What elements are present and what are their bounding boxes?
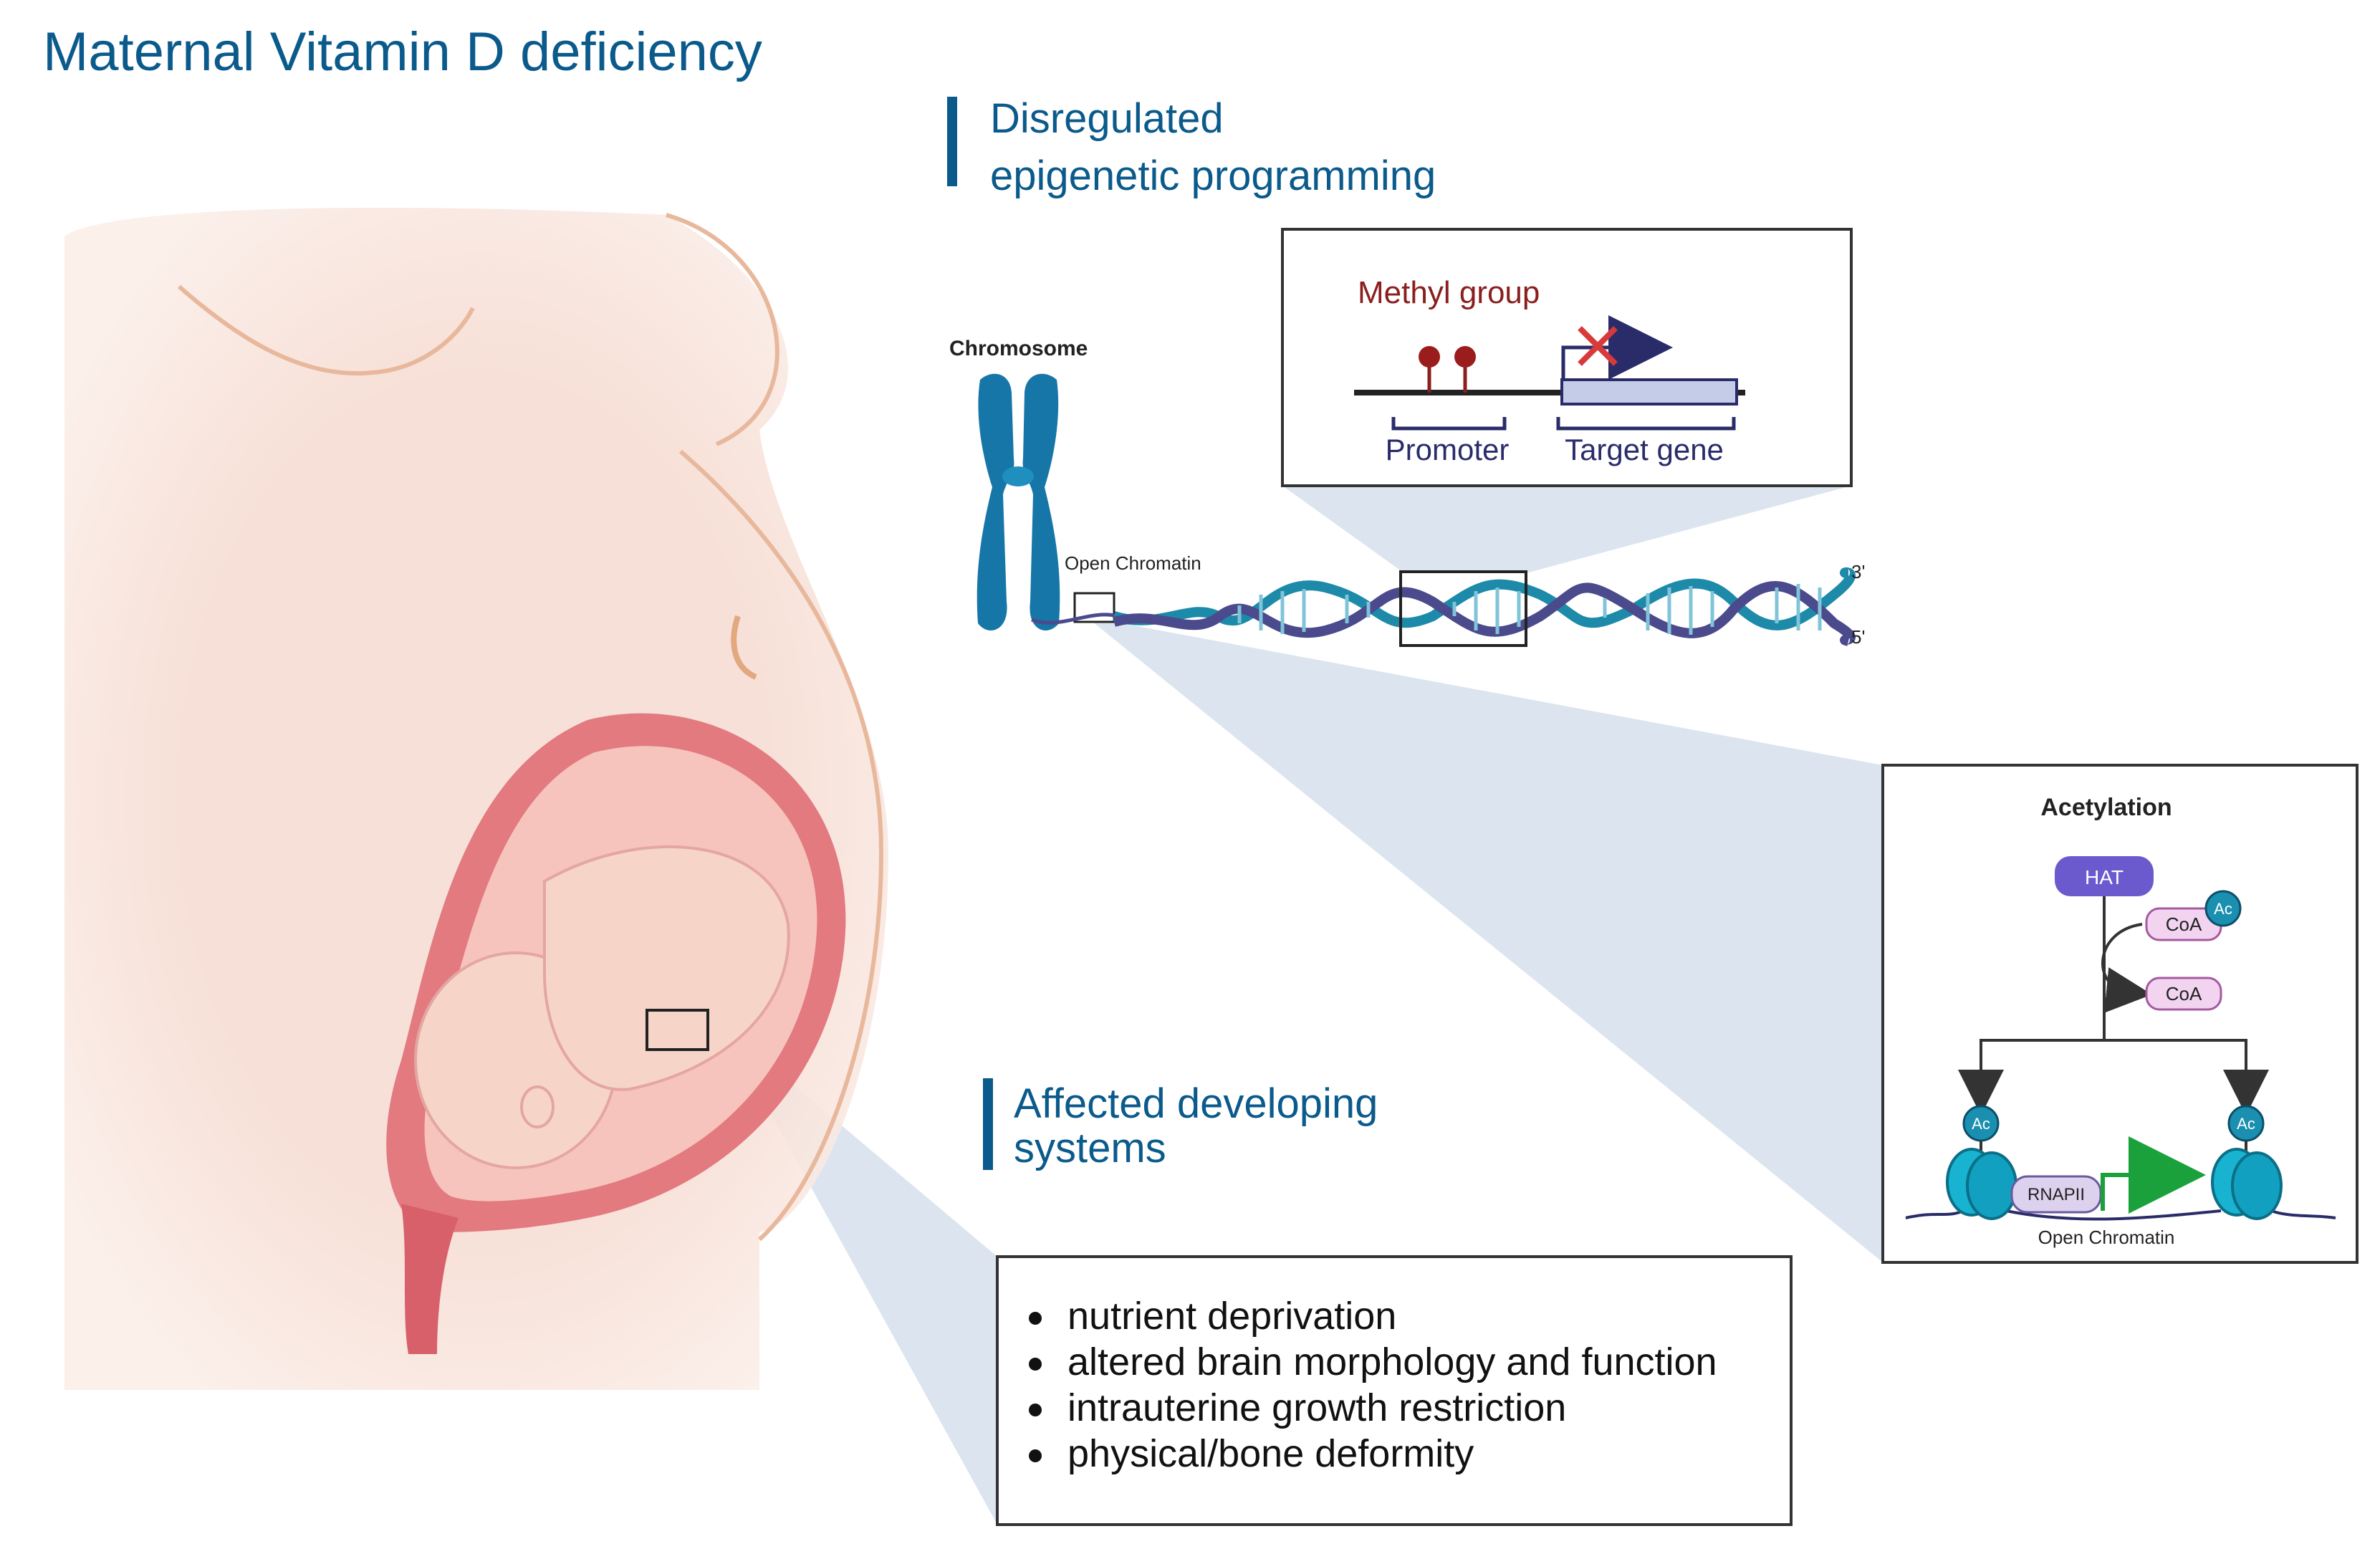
bullet-4 [1029, 1449, 1042, 1462]
target-gene-block [1560, 378, 1738, 406]
acetylation-title: Acetylation [2040, 794, 2172, 821]
navel [731, 615, 757, 680]
acetyl-coa-label: CoA [2166, 913, 2202, 935]
ac-group-badge [2204, 890, 2242, 927]
affected-item-1: nutrient deprivation [1067, 1295, 1396, 1338]
acetylation-panel: Acetylation HAT CoA Ac CoA Ac Ac RNAPII [1881, 764, 2359, 1264]
acetylation-open-chromatin-label: Open Chromatin [2038, 1227, 2175, 1248]
callout-wedge-methylation [1282, 486, 1851, 573]
nucleosome-left [1946, 1148, 2017, 1220]
branch-connector [1980, 1039, 2247, 1075]
epigenetic-heading-line1: Disregulated [990, 95, 1224, 142]
methyl-group-dot-2 [1454, 346, 1476, 368]
page-title: Maternal Vitamin D deficiency [43, 21, 762, 82]
callout-wedge-acetylation [1093, 622, 1883, 1262]
hat-label: HAT [2085, 866, 2124, 888]
cervix [401, 1204, 459, 1354]
epigenetic-heading-line2: epigenetic programming [990, 153, 1436, 199]
chromatin-fiber [1031, 613, 1118, 625]
bullet-1 [1029, 1312, 1042, 1325]
belly-outline [679, 449, 884, 1242]
affected-item-2: altered brain morphology and function [1067, 1340, 1717, 1383]
maternal-body-illustration [64, 208, 888, 1390]
open-chromatin-label: Open Chromatin [1065, 552, 1201, 574]
dna-double-helix [1112, 567, 1856, 647]
transcription-arrow [2101, 1136, 2206, 1214]
chromosome-icon [977, 373, 1060, 630]
coa-transfer-arc [2101, 923, 2152, 1013]
breast-outline-2 [666, 213, 779, 446]
dna-zoom-box [1399, 570, 1527, 647]
fetus-body [543, 845, 790, 1091]
bullet-2 [1029, 1358, 1042, 1371]
methyl-group-dot-1 [1419, 346, 1440, 368]
epigenetic-accent-bar [947, 97, 957, 186]
hat-enzyme [2055, 856, 2154, 896]
ac-marker-left-label: Ac [1972, 1115, 1990, 1133]
ac-marker-right-label: Ac [2237, 1115, 2255, 1133]
affected-accent-bar [983, 1078, 993, 1170]
methyl-group-label: Methyl group [1358, 275, 1540, 310]
dna-3-prime-label: 3' [1851, 561, 1865, 582]
chromosome-label: Chromosome [949, 337, 1088, 360]
fetus-ear [520, 1085, 555, 1128]
open-chromatin-zoom-box [1073, 592, 1115, 623]
affected-list-box [996, 1255, 1793, 1526]
rnapii-label: RNAPII [2028, 1185, 2085, 1204]
free-coa-pill [2145, 977, 2222, 1011]
methylation-box [1281, 228, 1853, 487]
ac-group-badge-label: Ac [2214, 900, 2232, 918]
nucleosome-right [2211, 1148, 2283, 1220]
affected-heading-line1: Affected developing [1014, 1080, 1378, 1127]
bullet-3 [1029, 1404, 1042, 1416]
target-gene-label: Target gene [1565, 433, 1724, 466]
methylation-panel: Methyl group Promoter Target gene [1281, 228, 1853, 487]
affected-item-4: physical/bone deformity [1067, 1432, 1474, 1475]
affected-heading-line2: systems [1014, 1125, 1166, 1171]
target-gene-bracket [1556, 417, 1736, 431]
affected-list-panel: nutrient deprivation altered brain morph… [996, 1255, 1793, 1526]
blocked-x-icon [1578, 326, 1618, 366]
breast-outline [178, 284, 475, 376]
transcription-start-arrow [1561, 315, 1673, 380]
promoter-bracket [1391, 417, 1507, 431]
fetus-zoom-box [646, 1009, 709, 1051]
free-coa-label: CoA [2166, 983, 2202, 1004]
dna-5-prime-label: 5' [1851, 626, 1865, 648]
promoter-label: Promoter [1386, 433, 1510, 466]
affected-item-3: intrauterine growth restriction [1067, 1386, 1566, 1429]
